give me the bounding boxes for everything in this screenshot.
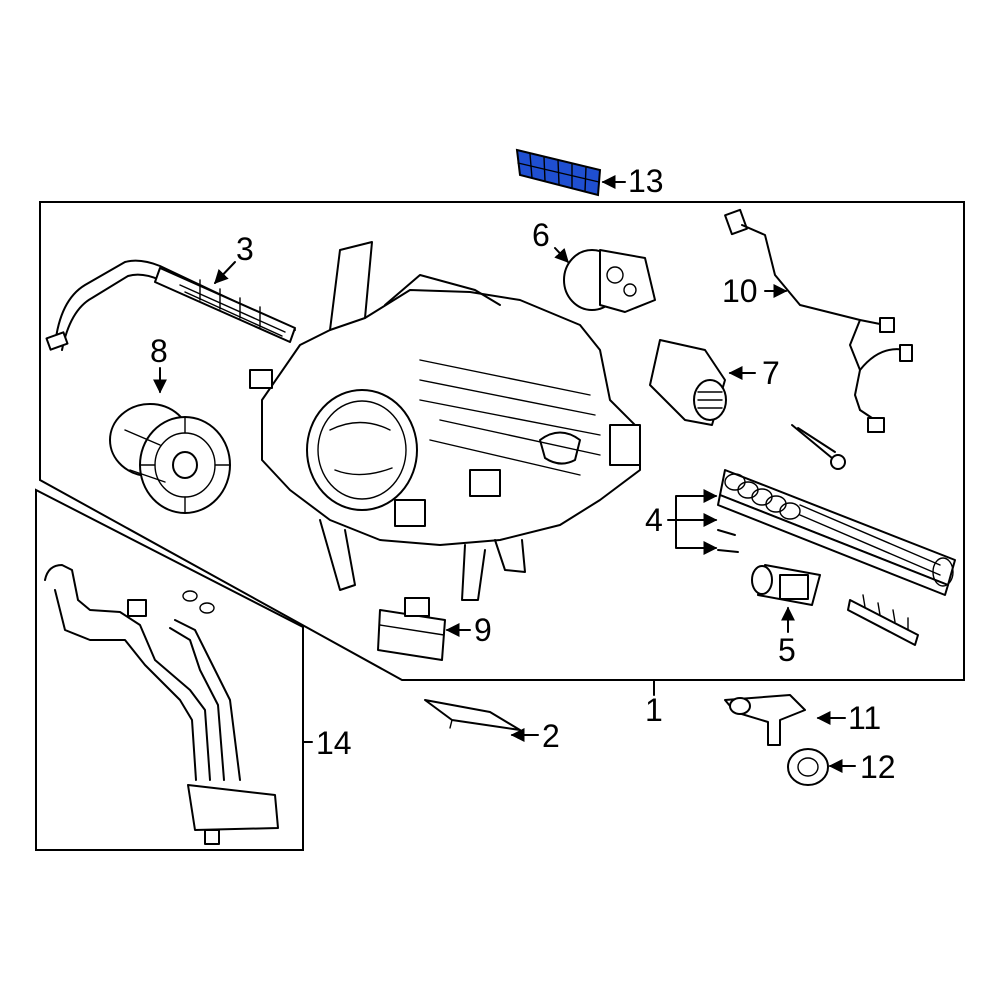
callout-2: 2 xyxy=(542,718,560,754)
callout-labels: 13 3 6 10 8 7 4 5 9 1 2 11 12 14 xyxy=(150,163,896,785)
part-8-blower-motor[interactable] xyxy=(109,403,231,514)
tube-assembly-frame xyxy=(35,488,304,851)
part-3-heater-core[interactable] xyxy=(45,259,296,351)
part-7-module[interactable] xyxy=(649,339,727,426)
leader-lines xyxy=(153,175,856,773)
callout-7: 7 xyxy=(762,355,780,391)
callout-9: 9 xyxy=(474,612,492,648)
callout-1: 1 xyxy=(645,692,663,728)
callout-5: 5 xyxy=(778,632,796,668)
part-14-tube-assembly[interactable] xyxy=(44,564,279,845)
callout-6: 6 xyxy=(532,217,550,253)
part-5-expansion-valve[interactable] xyxy=(751,564,821,606)
part-13-filter[interactable] xyxy=(515,148,602,197)
sensor-probe xyxy=(791,424,846,470)
part-10-wiring-harness[interactable] xyxy=(724,208,913,433)
callout-11: 11 xyxy=(848,700,881,736)
callout-12: 12 xyxy=(860,749,896,785)
main-assembly-frame xyxy=(39,201,965,681)
part-13-filter-grid xyxy=(517,153,600,192)
callout-4: 4 xyxy=(645,502,663,538)
callout-10: 10 xyxy=(722,273,758,309)
callout-13: 13 xyxy=(628,163,664,199)
part-2-filter[interactable] xyxy=(424,699,521,739)
part-11-drain-hose[interactable] xyxy=(724,694,806,746)
part-9-resistor[interactable] xyxy=(377,597,446,661)
callout-14: 14 xyxy=(316,725,352,761)
callout-8: 8 xyxy=(150,333,168,369)
hvac-case xyxy=(249,241,641,601)
part-6-actuator[interactable] xyxy=(563,249,656,313)
part-4-evaporator[interactable] xyxy=(717,469,956,596)
callout-3: 3 xyxy=(236,231,254,267)
mounting-bracket xyxy=(847,594,919,646)
part-12-grommet[interactable] xyxy=(787,748,829,786)
